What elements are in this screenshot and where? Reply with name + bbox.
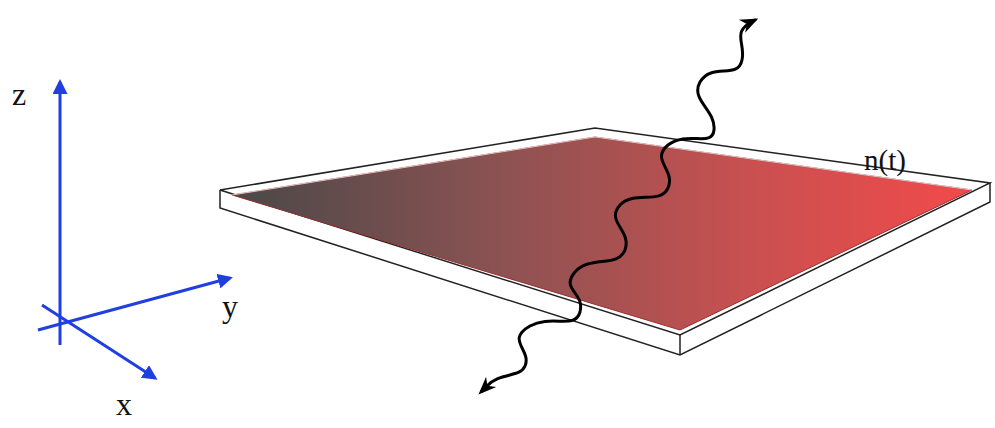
photon-tail-head bbox=[481, 386, 487, 392]
axis-label: x bbox=[116, 388, 132, 420]
photon-wave bbox=[487, 20, 755, 386]
slab bbox=[220, 128, 990, 355]
axis-label: z bbox=[12, 78, 26, 110]
refractive-index-label: n(t) bbox=[864, 146, 906, 175]
axis-label: y bbox=[222, 290, 238, 322]
axes bbox=[38, 82, 230, 378]
